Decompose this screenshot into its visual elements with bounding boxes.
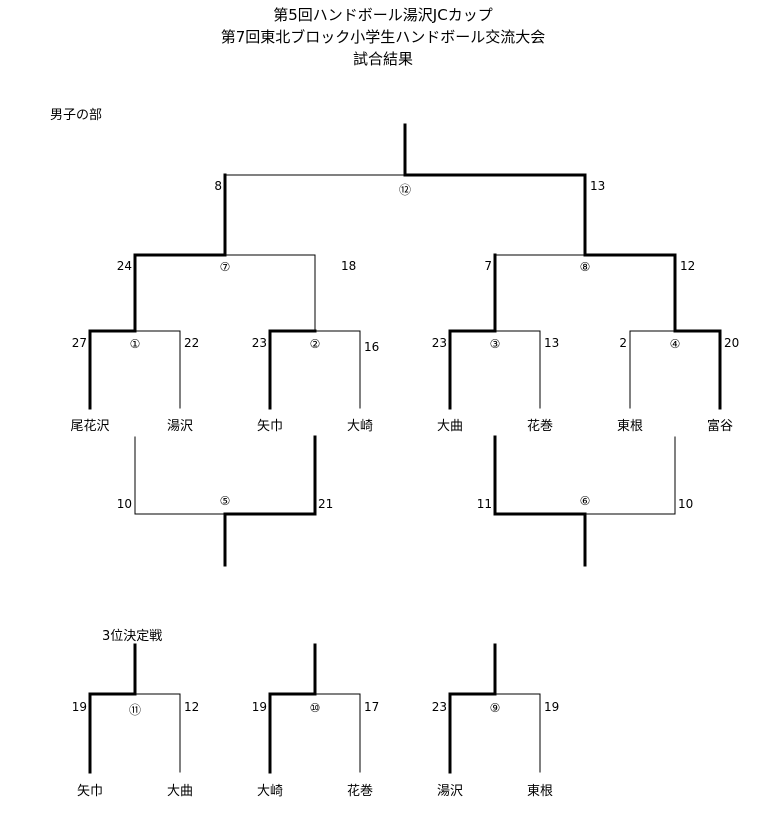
section-label-third-place: 3位決定戦	[102, 629, 163, 644]
team-name: 尾花沢	[70, 419, 110, 434]
team-name: 湯沢	[166, 419, 193, 434]
match-number-5: ⑤	[219, 494, 231, 508]
match-number-9: ⑨	[489, 701, 501, 715]
score-m12-left: 8	[214, 179, 222, 193]
score-m8-left: 7	[484, 259, 492, 273]
match-number-6: ⑥	[579, 494, 591, 508]
score-m9-right: 19	[544, 700, 560, 714]
score-m3-left: 23	[431, 336, 447, 350]
match-number-2: ②	[309, 337, 321, 351]
score-m12-right: 13	[590, 179, 606, 193]
title-line-1: 第5回ハンドボール湯沢JCカップ	[273, 6, 493, 24]
team-name: 大曲	[166, 784, 193, 799]
title-line-3: 試合結果	[352, 50, 413, 68]
score-m2-right: 16	[364, 340, 380, 354]
score-m7-right: 18	[341, 259, 357, 273]
score-m10-left: 19	[251, 700, 267, 714]
title-line-2: 第7回東北ブロック小学生ハンドボール交流大会	[220, 28, 546, 46]
score-m6-right: 10	[678, 497, 694, 511]
team-name: 東根	[526, 784, 553, 799]
team-name: 富谷	[706, 419, 733, 434]
score-m11-right: 12	[184, 700, 200, 714]
team-name: 東根	[616, 419, 643, 434]
score-m1-left: 27	[71, 336, 87, 350]
team-name: 湯沢	[436, 784, 463, 799]
score-m10-right: 17	[364, 700, 380, 714]
match-number-4: ④	[669, 337, 681, 351]
score-m1-right: 22	[184, 336, 200, 350]
score-m3-right: 13	[544, 336, 560, 350]
team-name: 大曲	[436, 419, 463, 434]
team-name: 花巻	[346, 784, 373, 799]
match-number-8: ⑧	[579, 260, 591, 274]
score-m4-right: 20	[724, 336, 740, 350]
team-name: 大崎	[256, 784, 283, 799]
team-name: 矢巾	[76, 784, 103, 799]
score-m11-left: 19	[71, 700, 87, 714]
match-number-3: ③	[489, 337, 501, 351]
score-m7-left: 24	[116, 259, 132, 273]
score-m2-left: 23	[251, 336, 267, 350]
team-name: 矢巾	[256, 419, 283, 434]
score-m5-left: 10	[116, 497, 132, 511]
match-number-11: ⑪	[128, 703, 141, 717]
score-m5-right: 21	[318, 497, 334, 511]
score-m6-left: 11	[476, 497, 492, 511]
score-m9-left: 23	[431, 700, 447, 714]
match-number-10: ⑩	[309, 701, 321, 715]
team-name: 大崎	[346, 419, 373, 434]
match-number-1: ①	[129, 337, 141, 351]
score-m4-left: 2	[619, 336, 627, 350]
score-m8-right: 12	[680, 259, 696, 273]
team-name: 花巻	[526, 419, 553, 434]
match-number-12: ⑫	[398, 183, 411, 197]
match-number-7: ⑦	[219, 260, 231, 274]
section-label-boys: 男子の部	[50, 108, 103, 123]
